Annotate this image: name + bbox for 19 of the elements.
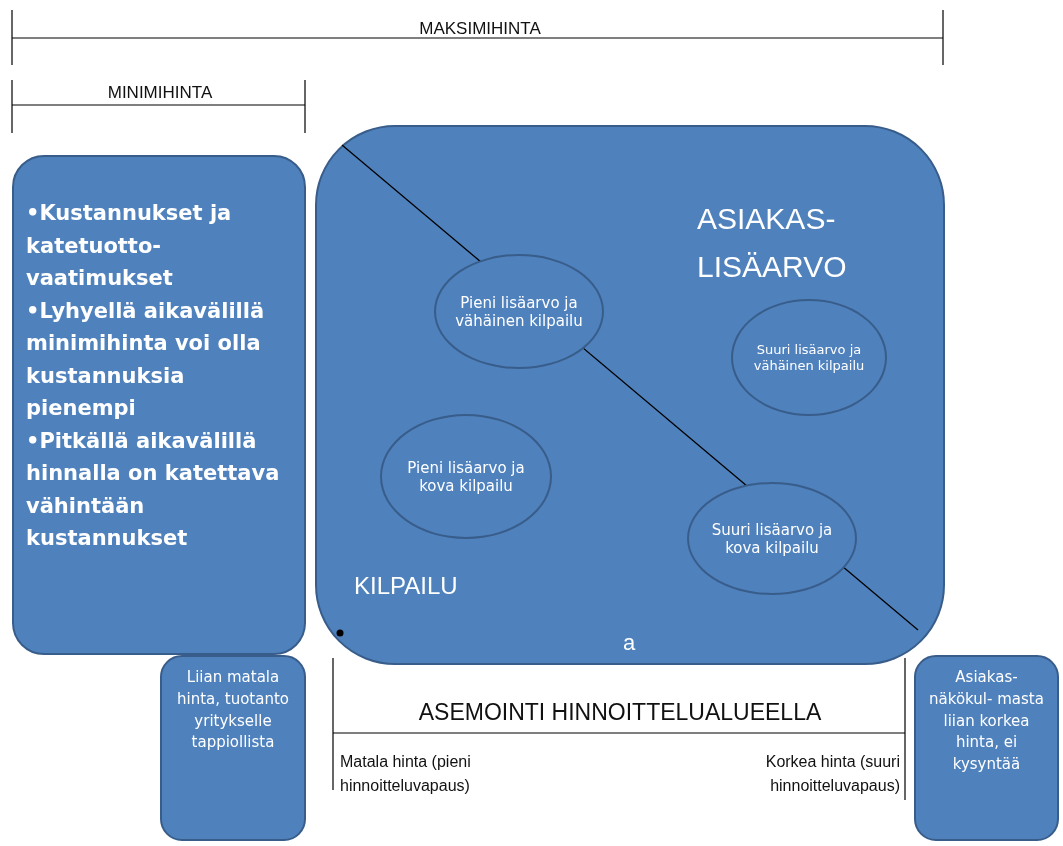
note-card: Liian matala hinta, tuotanto yritykselle tappiollista — [160, 655, 306, 841]
axis-title: ASEMOINTI HINNOITTELUALUEELLA — [417, 698, 823, 727]
ellipse-node: Pieni lisäarvo ja vähäinen kilpailu — [434, 254, 604, 369]
axis-label: a — [623, 629, 637, 657]
rounded-panel — [315, 125, 945, 665]
ellipse-node: Suuri lisäarvo ja vähäinen kilpailu — [731, 299, 887, 416]
rounded-card — [12, 155, 306, 655]
dimension-label: MINIMIHINTA — [106, 82, 214, 104]
axis-end-label: Matala hinta (pieni hinnoitteluvapaus) — [340, 752, 472, 796]
bullet-text: •Kustannukset ja katetuotto- vaatimukset — [26, 200, 233, 293]
ellipse-node: Suuri lisäarvo ja kova kilpailu — [687, 482, 857, 595]
axis-label: KILPAILU — [354, 571, 459, 601]
bullet-text: •Lyhyellä aikavälillä minimihinta voi olla kustannuksia pienempi — [26, 297, 266, 423]
ellipse-node: Pieni lisäarvo ja kova kilpailu — [380, 414, 552, 539]
axis-end-label: Korkea hinta (suuri hinnoitteluvapaus) — [764, 752, 900, 796]
bullet-text: •Pitkällä aikavälillä hinnalla on katettava vähintään kustannukset — [26, 427, 281, 553]
note-card: Asiakas- näkökul- masta liian korkea hinta, ei kysyntää — [914, 655, 1059, 841]
axis-label: ASIAKAS- LISÄARVO — [697, 201, 847, 285]
dimension-label: MAKSIMIHINTA — [418, 18, 542, 40]
